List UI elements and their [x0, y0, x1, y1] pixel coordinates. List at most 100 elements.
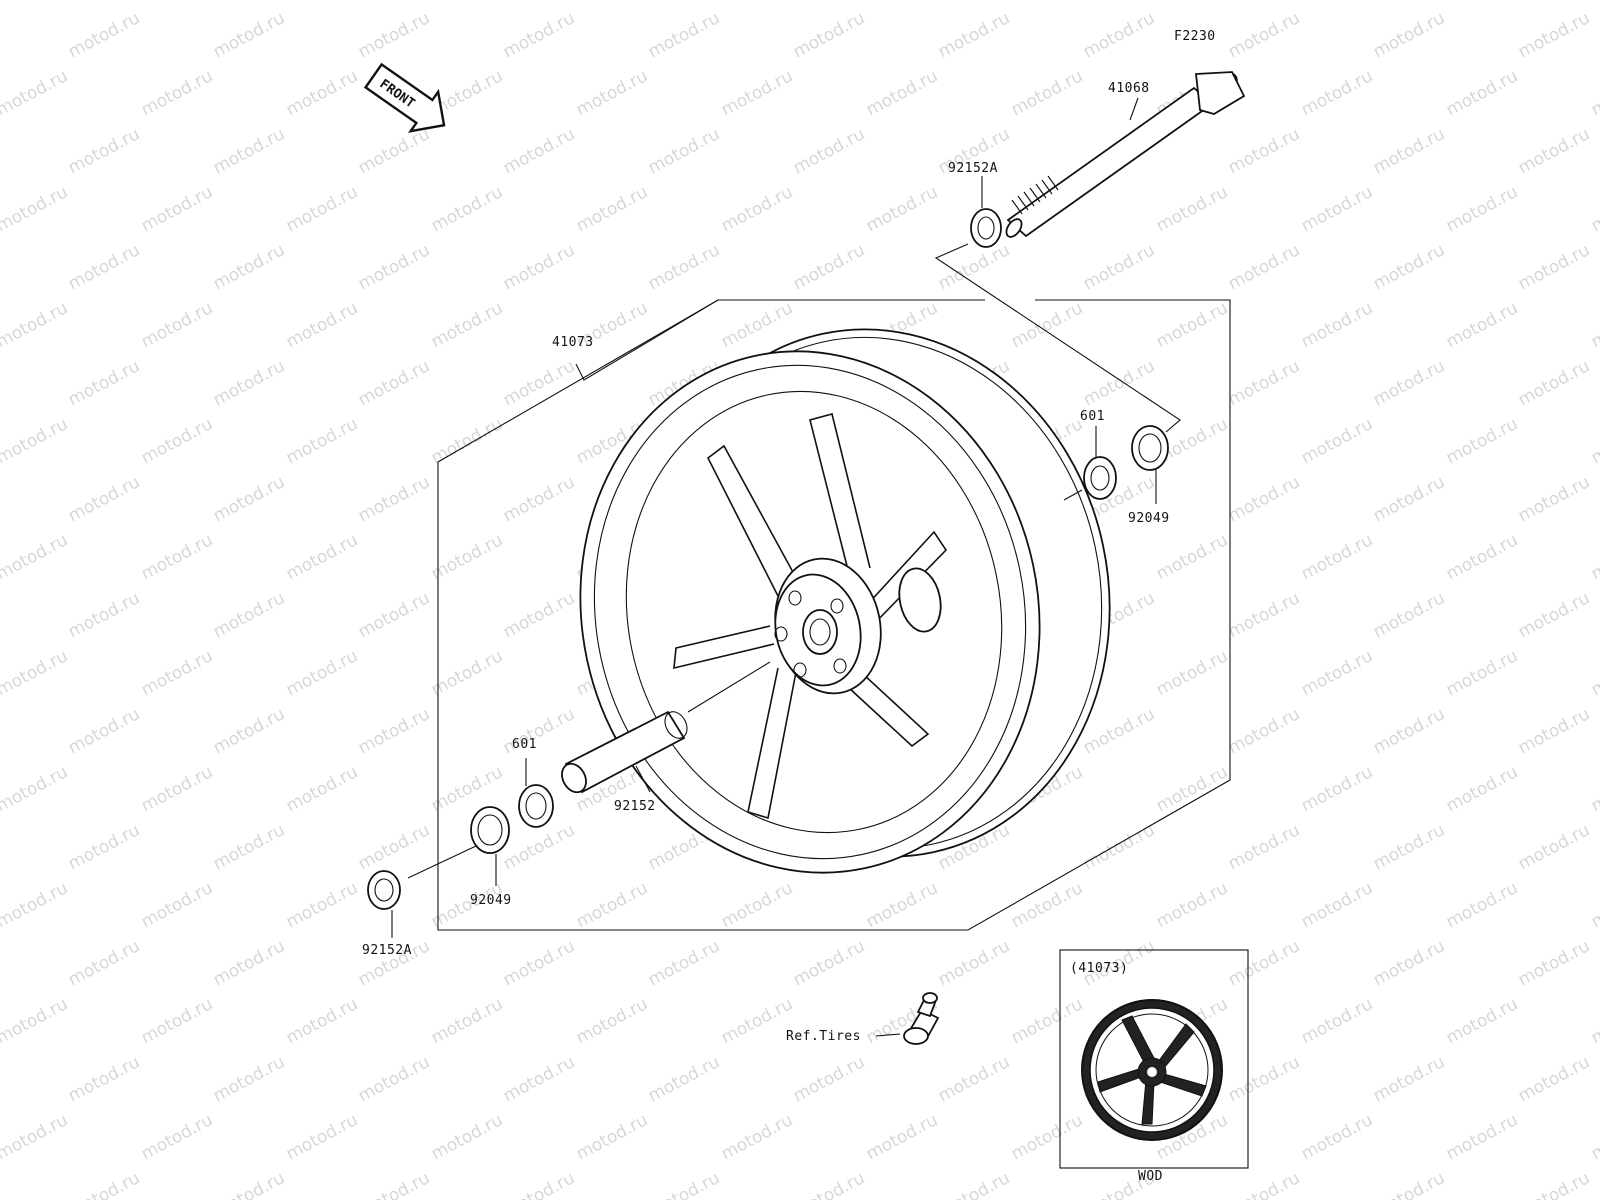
watermark-text: motod.ru	[1080, 240, 1158, 294]
watermark-text: motod.ru	[283, 878, 361, 932]
watermark-text: motod.ru	[0, 994, 71, 1048]
watermark-text: motod.ru	[1225, 356, 1303, 410]
watermark-text: motod.ru	[1225, 1052, 1303, 1106]
collar-top	[970, 208, 1002, 248]
watermark-text: motod.ru	[1588, 646, 1600, 700]
watermark-text: motod.ru	[935, 240, 1013, 294]
watermark-text: motod.ru	[573, 994, 651, 1048]
watermark-text: motod.ru	[355, 820, 433, 874]
watermark-text: motod.ru	[428, 0, 506, 4]
watermark-text: motod.ru	[645, 1168, 723, 1200]
watermark-text: motod.ru	[138, 994, 216, 1048]
watermark-text: motod.ru	[645, 124, 723, 178]
watermark-text: motod.ru	[0, 1110, 71, 1164]
watermark-text: motod.ru	[1153, 762, 1231, 816]
watermark-text: motod.ru	[1588, 762, 1600, 816]
watermark-text: motod.ru	[1370, 588, 1448, 642]
inset-wheel	[1081, 999, 1223, 1141]
watermark-text: motod.ru	[210, 240, 288, 294]
watermark-text: motod.ru	[1153, 298, 1231, 352]
watermark-text: motod.ru	[935, 1168, 1013, 1200]
watermark-text: motod.ru	[863, 66, 941, 120]
watermark-text: motod.ru	[210, 472, 288, 526]
watermark-text: motod.ru	[863, 878, 941, 932]
watermark-text: motod.ru	[1298, 298, 1376, 352]
watermark-text: motod.ru	[1588, 994, 1600, 1048]
watermark-text: motod.ru	[1515, 1168, 1593, 1200]
watermark-text: motod.ru	[65, 1052, 143, 1106]
watermark-text: motod.ru	[718, 66, 796, 120]
watermark-text: motod.ru	[1443, 1110, 1521, 1164]
watermark-text: motod.ru	[355, 1052, 433, 1106]
watermark-text: motod.ru	[1515, 588, 1593, 642]
watermark-text: motod.ru	[1515, 124, 1593, 178]
watermark-text: motod.ru	[645, 936, 723, 990]
watermark-text: motod.ru	[1588, 530, 1600, 584]
watermark-text: motod.ru	[283, 530, 361, 584]
watermark-text: motod.ru	[1443, 530, 1521, 584]
watermark-text: motod.ru	[1515, 8, 1593, 62]
watermark-text: motod.ru	[1443, 414, 1521, 468]
watermark-text: motod.ru	[573, 182, 651, 236]
watermark-text: motod.ru	[1153, 182, 1231, 236]
watermark-text: motod.ru	[1370, 820, 1448, 874]
watermark-text: motod.ru	[1008, 878, 1086, 932]
label-bearing-left: 601	[512, 737, 537, 752]
watermark-text: motod.ru	[1370, 472, 1448, 526]
watermark-text: motod.ru	[1298, 878, 1376, 932]
label-wheel: 41073	[552, 335, 594, 350]
leader-axle-path	[934, 243, 1181, 433]
watermark-text: motod.ru	[1443, 878, 1521, 932]
watermark-text: motod.ru	[1370, 240, 1448, 294]
watermark-text: motod.ru	[355, 588, 433, 642]
watermark-text: motod.ru	[500, 820, 578, 874]
watermark-text: motod.ru	[283, 414, 361, 468]
watermark-text: motod.ru	[1370, 1052, 1448, 1106]
watermark-text: motod.ru	[210, 820, 288, 874]
watermark-text: motod.ru	[718, 298, 796, 352]
watermark-text: motod.ru	[1008, 298, 1086, 352]
watermark-text: motod.ru	[790, 1168, 868, 1200]
watermark-text: motod.ru	[1515, 936, 1593, 990]
watermark-text: motod.ru	[863, 0, 941, 4]
collar-bottom	[367, 870, 401, 910]
watermark-text: motod.ru	[718, 0, 796, 4]
watermark-text: motod.ru	[355, 356, 433, 410]
watermark-text: motod.ru	[138, 878, 216, 932]
watermark-text: motod.ru	[428, 530, 506, 584]
watermark-text: motod.ru	[1588, 298, 1600, 352]
watermark-text: motod.ru	[1225, 704, 1303, 758]
watermark-text: motod.ru	[0, 646, 71, 700]
watermark-text: motod.ru	[1008, 994, 1086, 1048]
watermark-text: motod.ru	[1298, 762, 1376, 816]
watermark-text: motod.ru	[0, 182, 71, 236]
watermark-text: motod.ru	[138, 298, 216, 352]
watermark-text: motod.ru	[1515, 240, 1593, 294]
watermark-text: motod.ru	[573, 66, 651, 120]
watermark-text: motod.ru	[1443, 646, 1521, 700]
watermark-text: motod.ru	[1370, 8, 1448, 62]
bearing-right	[1083, 456, 1117, 500]
watermark-text: motod.ru	[138, 646, 216, 700]
watermark-text: motod.ru	[1515, 472, 1593, 526]
watermark-text: motod.ru	[428, 414, 506, 468]
watermark-text: motod.ru	[1298, 414, 1376, 468]
watermark-text: motod.ru	[138, 414, 216, 468]
watermark-text: motod.ru	[1298, 66, 1376, 120]
watermark-text: motod.ru	[500, 1052, 578, 1106]
watermark-text: motod.ru	[1298, 1110, 1376, 1164]
watermark-text: motod.ru	[355, 8, 433, 62]
watermark-text: motod.ru	[1298, 0, 1376, 4]
watermark-text: motod.ru	[1153, 530, 1231, 584]
label-seal-right: 92049	[1128, 511, 1170, 526]
watermark-text: motod.ru	[1515, 820, 1593, 874]
bearing-left	[518, 784, 554, 828]
watermark-text: motod.ru	[645, 240, 723, 294]
watermark-text: motod.ru	[1298, 994, 1376, 1048]
watermark-text: motod.ru	[283, 182, 361, 236]
watermark-text: motod.ru	[428, 298, 506, 352]
leader-wheel	[575, 299, 719, 381]
leader-hub-right	[1063, 489, 1083, 501]
watermark-text: motod.ru	[790, 936, 868, 990]
